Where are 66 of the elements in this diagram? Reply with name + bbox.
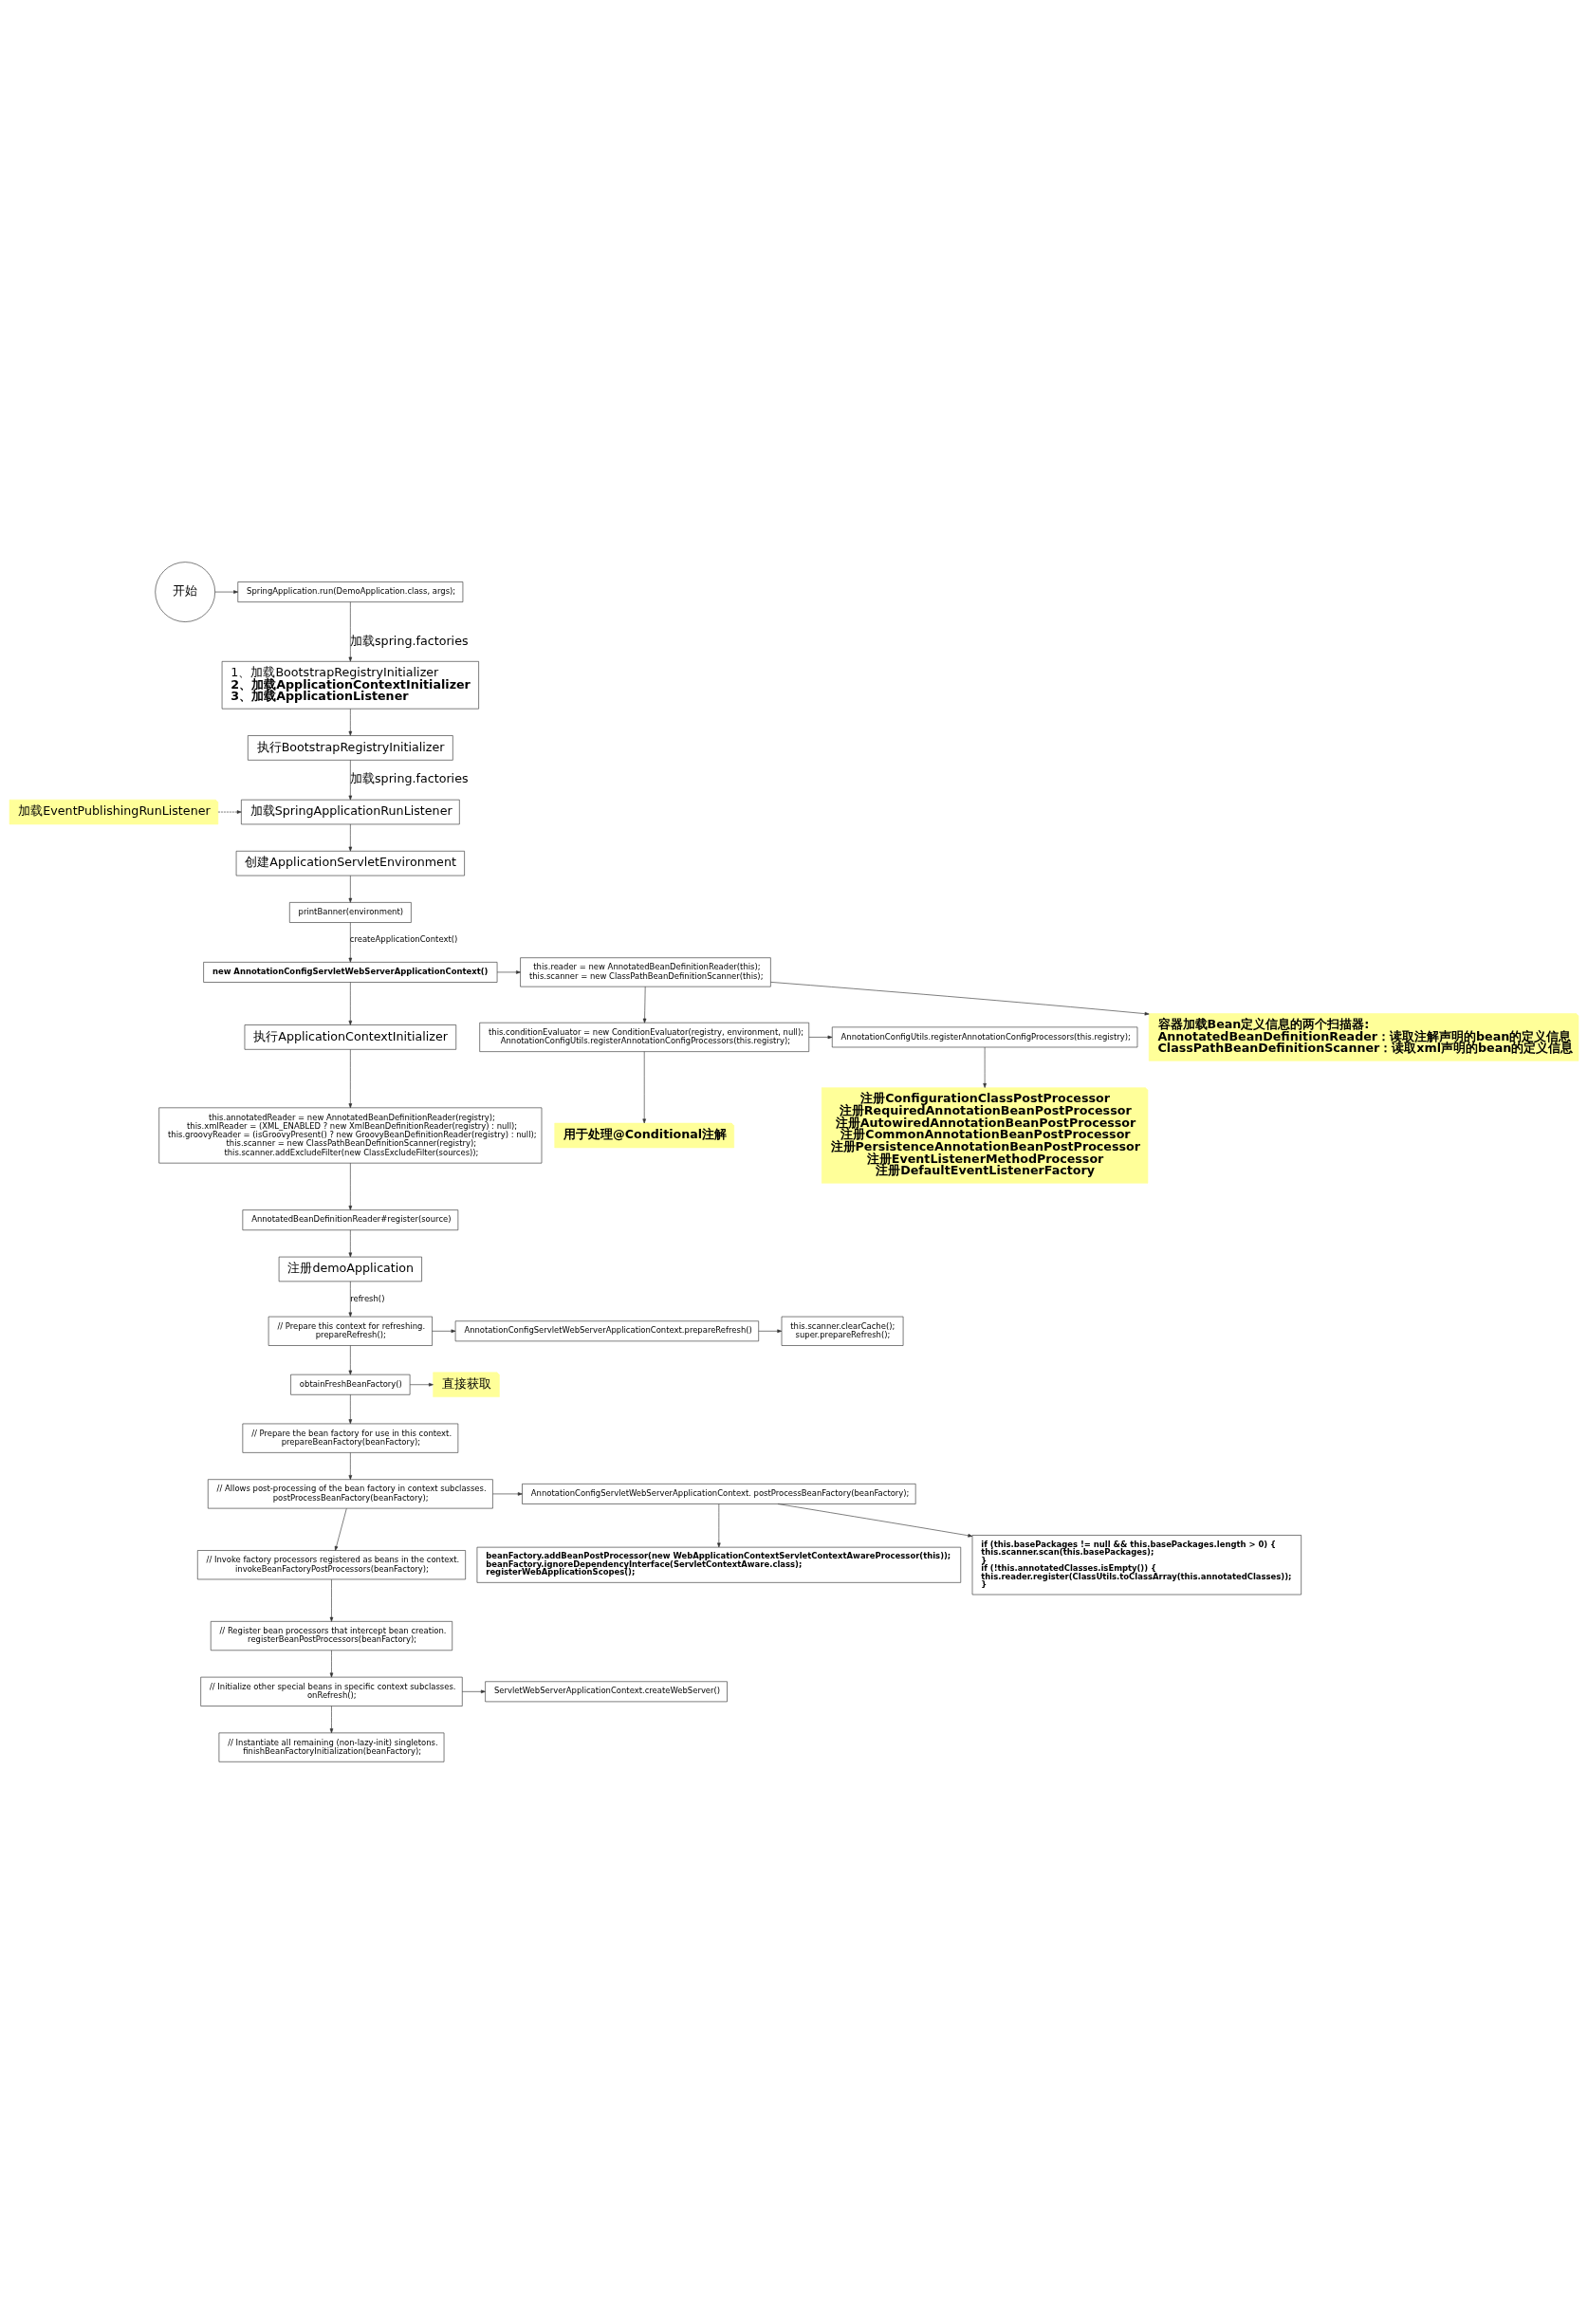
edge-label: refresh() <box>350 1293 385 1303</box>
arrow <box>348 760 353 801</box>
arrow <box>348 1162 353 1210</box>
arrow <box>348 823 353 852</box>
arrow <box>496 970 521 974</box>
node-box: 1、加载BootstrapRegistryInitializer 2、加载ApplicationContextInitializer 3、加载ApplicationListener <box>221 661 479 710</box>
node-box: 注册demoApplication <box>278 1256 422 1282</box>
arrow <box>348 982 353 1025</box>
arrow <box>348 709 353 736</box>
arrow <box>348 922 353 963</box>
node-box: beanFactory.addBeanPostProcessor(new WebApplicationContextServletContextAwareProcessor(this)); beanFactory.ignoreDependencyInterface(ServletContextAware.class); registerWebApplicationScopes(); <box>476 1546 962 1583</box>
node-box: AnnotationConfigServletWebServerApplicationContext. postProcessBeanFactory(beanFactory); <box>522 1484 916 1504</box>
arrow <box>770 982 1150 1016</box>
arrow <box>642 1051 646 1124</box>
node-box: // Prepare the bean factory for use in this context. prepareBeanFactory(beanFactory); <box>242 1423 459 1453</box>
arrow <box>642 986 647 1024</box>
arrow <box>492 1492 523 1496</box>
node-box: AnnotationConfigServletWebServerApplicationContext.prepareRefresh() <box>454 1320 759 1342</box>
node-box: this.annotatedReader = new AnnotatedBeanDefinitionReader(registry); this.xmlReader = (XML_ENABLED ? new XmlBeanDefinitionReader(registry) : null); this.groovyReader = (isGroovyPresent() ? new GroovyBeanDefinitionReader(registry) : null); this.scanner = new ClassPathBeanDefinitionScanner(registry); this.scanner.addExcludeFilter(new ClassExcludeFilter(sources)); <box>158 1107 543 1164</box>
node-box: // Prepare this context for refreshing. prepareRefresh(); <box>268 1316 433 1346</box>
arrow <box>217 810 242 814</box>
arrow <box>758 1329 783 1334</box>
node-box: AnnotatedBeanDefinitionReader#register(source) <box>242 1209 459 1231</box>
node-box: this.conditionEvaluator = new ConditionEvaluator(registry, environment, null); AnnotationConfigUtils.registerAnnotationConfigProcessors(this.registry); <box>479 1022 810 1052</box>
node-circle: 开始 <box>155 562 215 622</box>
node-box: 加载SpringApplicationRunListener <box>241 799 460 825</box>
node-box: // Register bean processors that intercept bean creation. registerBeanPostProcessors(beanFactory); <box>210 1621 453 1651</box>
arrow <box>329 1578 334 1622</box>
node-box: 执行BootstrapRegistryInitializer <box>248 735 453 761</box>
arrow <box>409 1382 434 1387</box>
node-box: if (this.basePackages != null && this.basePackages.length > 0) { this.scanner.scan(this.basePackages); } if (!this.annotatedClasses.isEmpty()) { this.reader.register(ClassUtils.toClassArray(this.annotatedClasses)); } <box>971 1535 1302 1595</box>
arrow <box>334 1508 347 1551</box>
arrow <box>348 1229 353 1258</box>
arrow <box>329 1706 334 1734</box>
arrow <box>808 1035 833 1040</box>
node-box: // Invoke factory processors registered as beans in the context. invokeBeanFactoryPostProcessors(beanFactory); <box>196 1550 466 1580</box>
arrow <box>348 1281 353 1318</box>
node-box: // Allows post-processing of the bean factory in context subclasses. postProcessBeanFactory(beanFactory); <box>207 1479 493 1509</box>
arrow <box>777 1503 973 1538</box>
node-box: ServletWebServerApplicationContext.createWebServer() <box>485 1681 728 1703</box>
arrow <box>983 1046 987 1088</box>
arrow <box>348 1394 353 1425</box>
arrow <box>348 1452 353 1480</box>
node-box: SpringApplication.run(DemoApplication.class, args); <box>237 581 464 602</box>
node-box: AnnotationConfigUtils.registerAnnotationConfigProcessors(this.registry); <box>831 1026 1138 1048</box>
node-box: this.scanner.clearCache(); super.prepareRefresh(); <box>781 1316 904 1346</box>
edge-label: 加载spring.factories <box>350 633 469 648</box>
node-box: 执行ApplicationContextInitializer <box>244 1024 457 1050</box>
arrow <box>348 875 353 903</box>
edge-label: createApplicationContext() <box>349 934 458 945</box>
node-box: this.reader = new AnnotatedBeanDefinitionReader(this); this.scanner = new ClassPathBeanDefinitionScanner(this); <box>520 957 771 987</box>
arrow <box>348 601 353 662</box>
node-box: // Instantiate all remaining (non-lazy-init) singletons. finishBeanFactoryInitialization(beanFactory); <box>218 1732 445 1762</box>
arrow <box>329 1650 334 1678</box>
arrow <box>214 590 239 594</box>
arrow <box>717 1503 721 1548</box>
arrow <box>462 1689 486 1694</box>
arrow <box>348 1049 353 1109</box>
node-box: new AnnotationConfigServletWebServerApplicationContext() <box>203 962 498 983</box>
node-box: 创建ApplicationServletEnvironment <box>235 850 465 876</box>
node-box: obtainFreshBeanFactory() <box>290 1374 411 1395</box>
arrow <box>348 1345 353 1375</box>
node-box: printBanner(environment) <box>289 902 412 923</box>
arrow <box>432 1329 456 1334</box>
node-box: // Initialize other special beans in specific context subclasses. onRefresh(); <box>200 1676 463 1706</box>
edge-label: 加载spring.factories <box>350 771 469 786</box>
